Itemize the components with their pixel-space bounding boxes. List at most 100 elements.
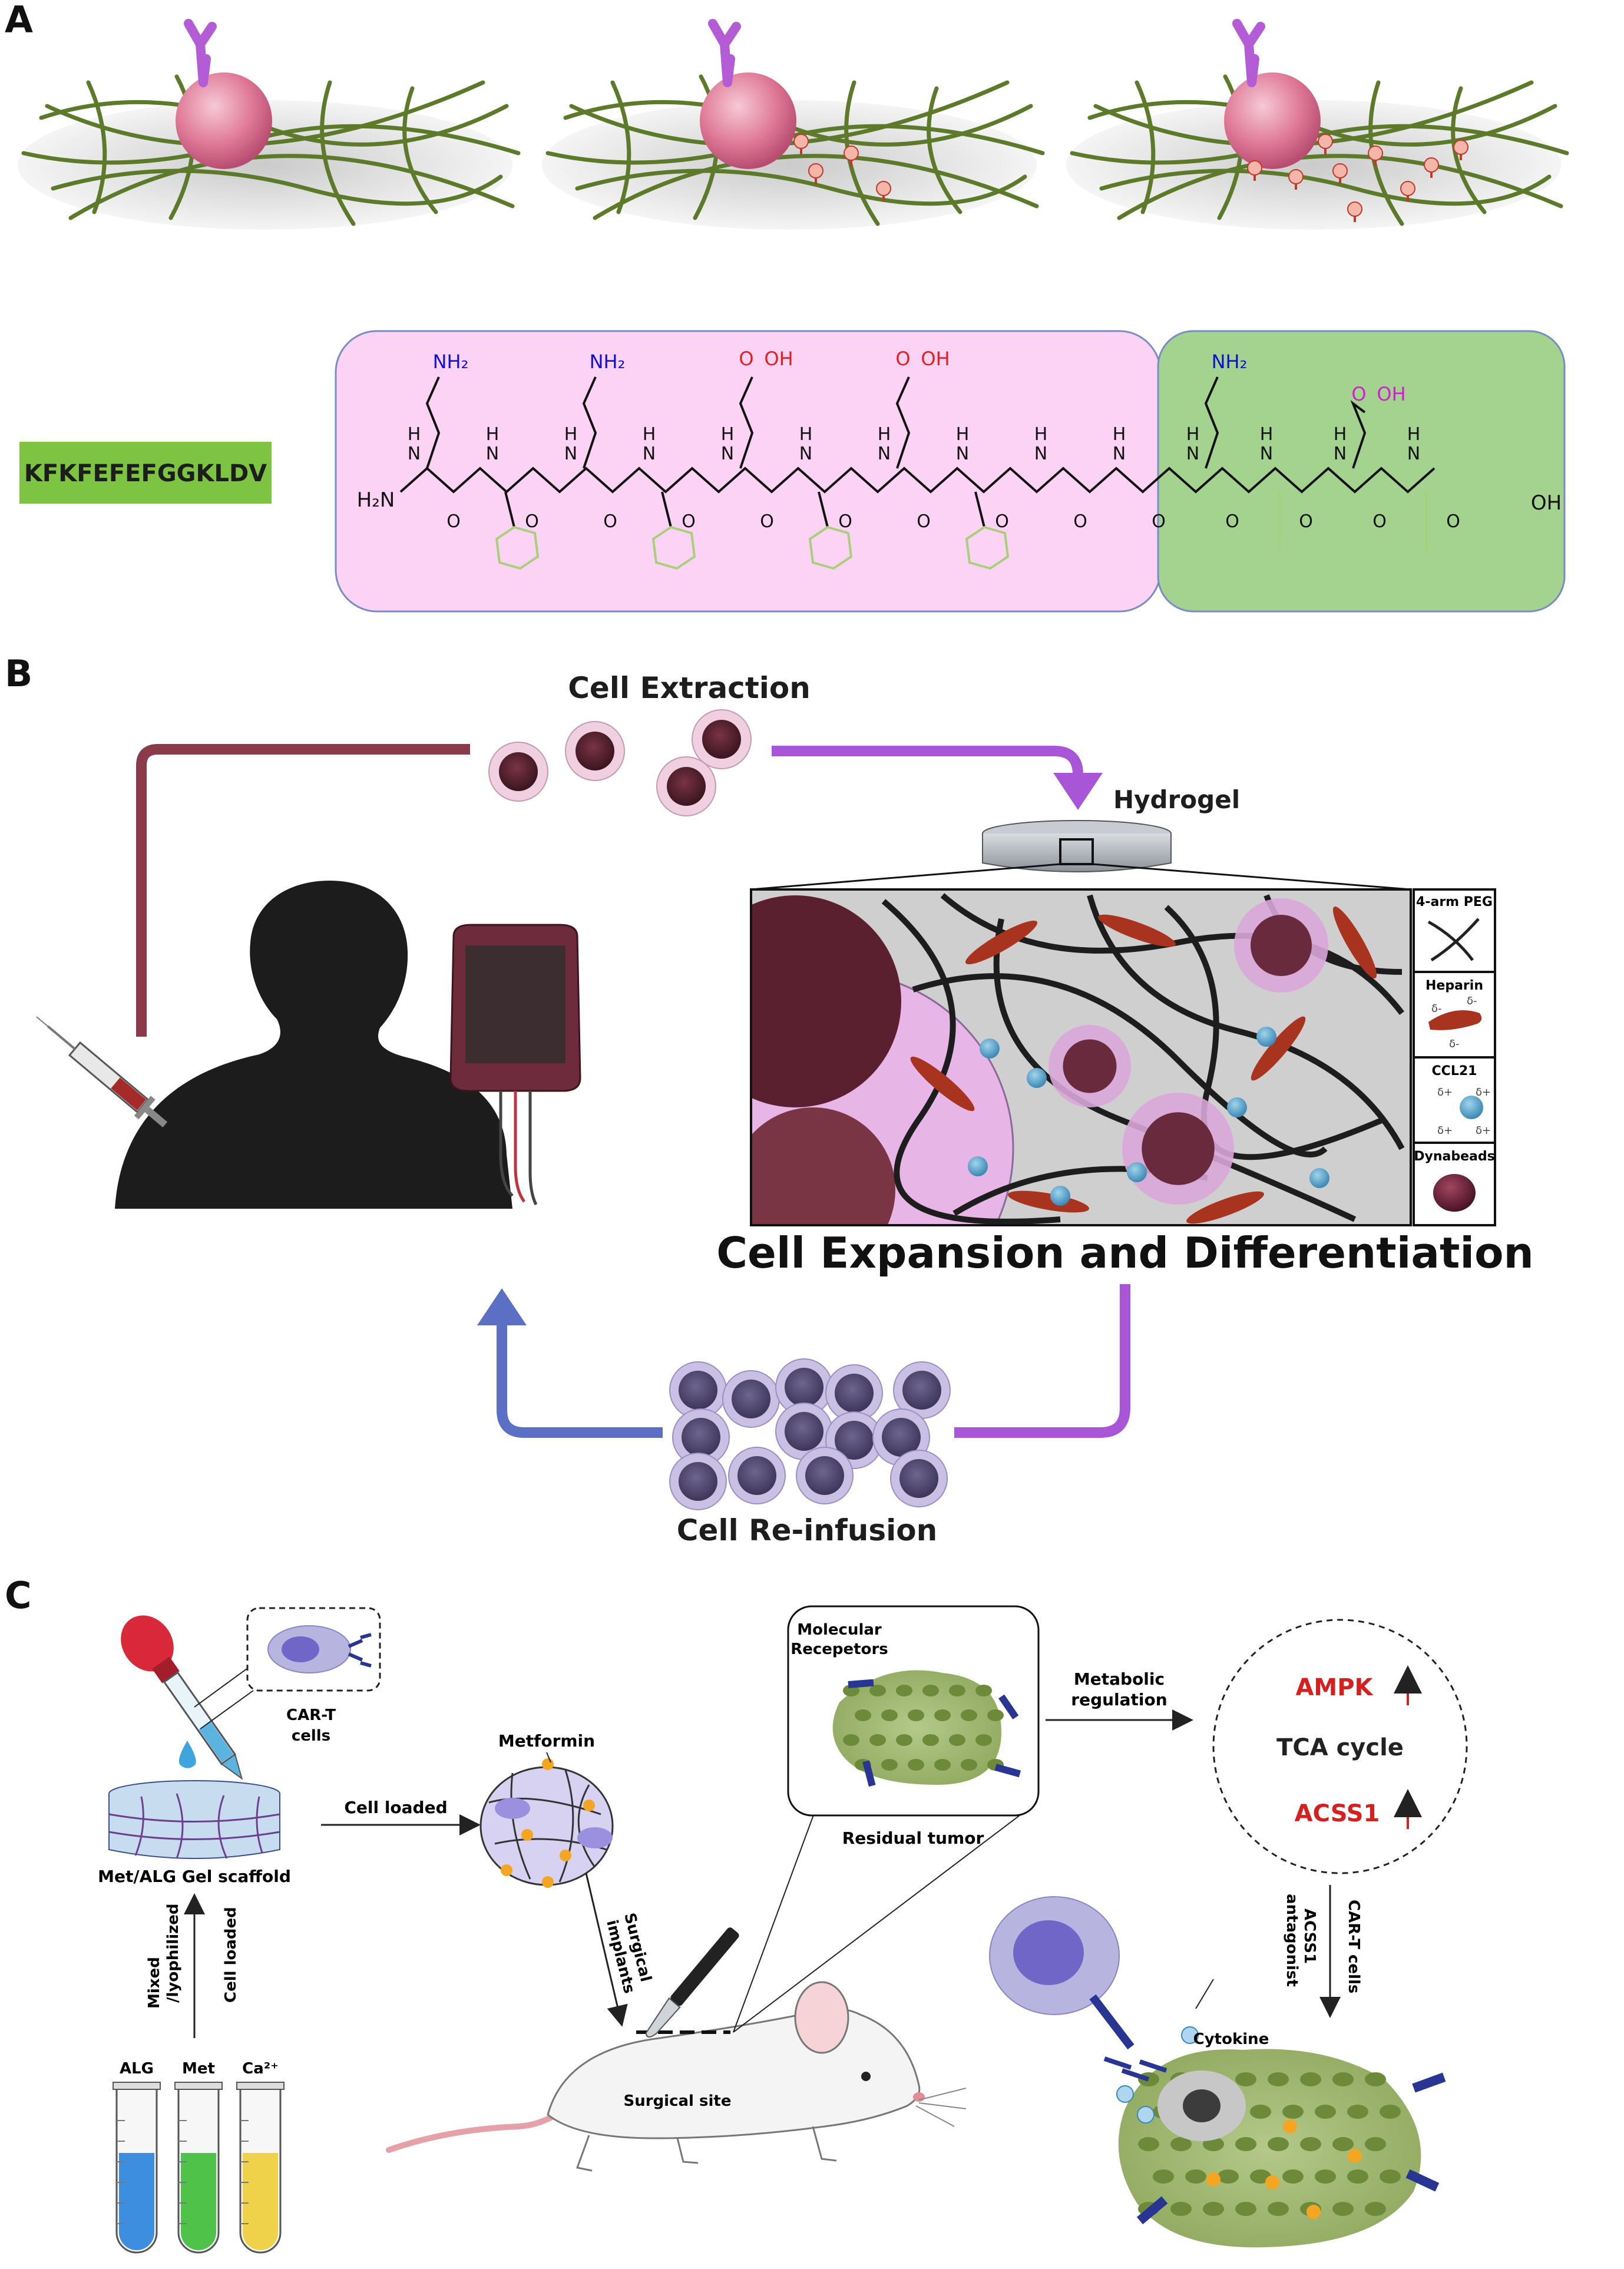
gel-fiber — [558, 1769, 574, 1883]
chem-amide-h: H — [564, 424, 578, 445]
syringe-icon — [36, 1016, 168, 1127]
extracted-cells — [488, 709, 752, 816]
car-t-cell-icon — [267, 1625, 372, 1673]
receptors-label-1: Molecular — [797, 1621, 882, 1639]
legend-heparin-label: Heparin — [1425, 978, 1483, 993]
tumor-cell — [1268, 2202, 1289, 2216]
tumor-cell — [1315, 2169, 1336, 2184]
patient-silhouette — [115, 881, 512, 1209]
ligand-ball-icon — [1332, 163, 1348, 178]
expansion-title: Cell Expansion and Differentiation — [716, 1228, 1534, 1278]
receptor-icon — [1412, 2072, 1446, 2093]
peptide-box-green — [1157, 330, 1566, 613]
tumor-cell — [1300, 2072, 1321, 2086]
peptide-fiber — [320, 80, 356, 226]
cell-icon — [700, 72, 796, 169]
ccl21-molecule — [980, 1038, 1000, 1059]
tumor-cell — [1347, 2169, 1368, 2184]
peptide-fiber — [86, 80, 107, 214]
heparin-strand — [1008, 1190, 1089, 1213]
phenyl-ring — [808, 525, 853, 570]
heparin-strand — [1332, 906, 1377, 979]
metformin-dot — [1283, 2119, 1297, 2134]
metformin-gel-icon — [479, 1752, 614, 1888]
ccl21-molecule — [1227, 1097, 1247, 1117]
chem-carbonyl-o: O — [760, 511, 774, 532]
heparin-icon — [1428, 1010, 1482, 1030]
mouse-illustration — [386, 1981, 967, 2172]
arrow-surgical — [585, 1873, 628, 2027]
ligand-ball-icon — [808, 163, 823, 178]
dynabead-icon — [1433, 1174, 1476, 1212]
tumor-cell — [1300, 2137, 1321, 2151]
tumor-cell — [1282, 2105, 1304, 2119]
metformin-dot — [501, 1864, 512, 1876]
tumor-cell — [975, 1734, 992, 1746]
tumor-cell — [1185, 2169, 1206, 2184]
chem-amide-h: H — [1334, 424, 1347, 445]
peptide-fiber — [68, 154, 515, 220]
ligand-ball-icon — [1368, 145, 1383, 161]
chem-amide-n: N — [1034, 444, 1047, 464]
chem-amide-h: H — [1260, 424, 1274, 445]
hydrogel-dish — [750, 820, 1411, 891]
phenyl-ring — [965, 525, 1010, 570]
cell-loaded-label: Cell loaded — [344, 1798, 447, 1817]
tumor-cell — [1365, 2202, 1386, 2216]
heparin-strand — [1186, 1191, 1264, 1224]
tumor-cell — [881, 1709, 898, 1721]
tube-alg-label: ALG — [120, 2060, 154, 2078]
tumor-cell — [975, 1685, 992, 1696]
peg-strand — [1087, 894, 1405, 1150]
legend-peg-label: 4-arm PEG — [1416, 895, 1493, 909]
car-t-cells-vertical: CAR-T cells — [1345, 1900, 1362, 1993]
tumor-cell — [896, 1685, 912, 1696]
chem-amide-n: N — [564, 444, 577, 464]
tumor-cell — [881, 1759, 898, 1771]
chem-carbonyl-o: O — [525, 511, 539, 532]
chem-oh-label: OH — [1377, 383, 1405, 405]
chem-amide-h: H — [1113, 424, 1126, 445]
tumor-cell — [1365, 2137, 1386, 2151]
chem-amide-h: H — [1407, 424, 1421, 445]
drop-icon — [178, 1741, 196, 1768]
peptide-fiber — [402, 86, 438, 214]
ligand-ball-icon — [1288, 169, 1304, 184]
side-chain — [1204, 376, 1219, 469]
metformin-dot — [542, 1876, 554, 1888]
ccl21-molecule — [1050, 1186, 1070, 1206]
tumor-cell — [1250, 2105, 1271, 2119]
cytokine-dot — [1137, 2106, 1155, 2124]
side-chain — [425, 376, 441, 469]
legend-delta-6: δ+ — [1437, 1124, 1453, 1137]
test-tubes — [113, 2082, 285, 2254]
car-t-label-2: cells — [292, 1727, 330, 1745]
tumor-cell — [1332, 2202, 1354, 2216]
chem-amide-h: H — [956, 424, 970, 445]
acss1-antagonist-2: antagonist — [1283, 1894, 1301, 1987]
peg-icon — [1427, 918, 1480, 962]
panel-label-c: C — [5, 1574, 32, 1617]
gel-fiber — [510, 1772, 531, 1880]
blood-bag-icon — [449, 924, 581, 1206]
heparin-strand — [910, 1056, 975, 1112]
chem-amide-n: N — [878, 444, 891, 464]
arrow-expansion-down — [954, 1284, 1130, 1438]
chem-h2n-label: H₂N — [357, 488, 395, 512]
tumor-cell — [1153, 2169, 1174, 2184]
cell-loaded-vertical-label: Cell loaded — [222, 1907, 240, 2003]
sequence-text: KFKFEFEFGGKLDV — [24, 460, 267, 487]
metformin-dot — [1265, 2175, 1279, 2189]
car-receptor — [1089, 1994, 1135, 2050]
ccl21-molecule — [1309, 1168, 1329, 1188]
chem-carbonyl-o: O — [603, 511, 617, 532]
legend-dynabeads-label: Dynabeads — [1414, 1149, 1494, 1164]
heparin-strand — [1251, 1016, 1306, 1081]
ccl21-molecule — [1256, 1027, 1276, 1047]
side-chain — [895, 376, 911, 469]
ligand-ball-icon — [844, 145, 859, 161]
tumor-cell — [1365, 2072, 1386, 2086]
peptide-fiber — [610, 80, 631, 214]
heparin-strand — [965, 920, 1038, 965]
